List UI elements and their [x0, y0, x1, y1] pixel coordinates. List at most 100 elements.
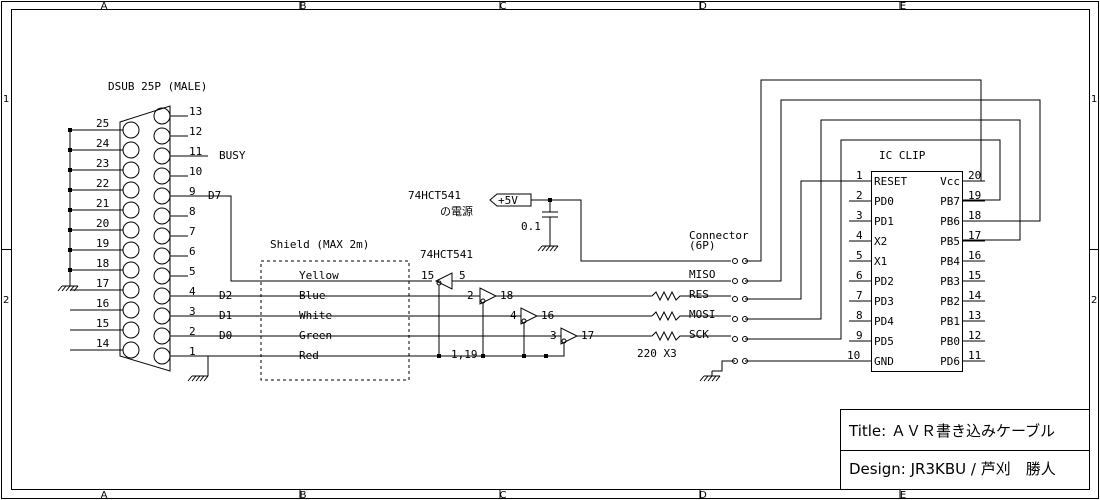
- buffer-74hct541: 74HCT541 15 5 2 18 4 16 3 17 1,19: [420, 248, 731, 361]
- connector-pin-res: RES: [689, 288, 709, 301]
- connector-pin-mosi: MOSI: [689, 308, 716, 321]
- capacitor-value: 0.1: [521, 220, 541, 233]
- buffer-gate-res: [479, 287, 498, 305]
- col-marker-b: B: [300, 1, 307, 12]
- dsub-pin-number: 13: [189, 105, 202, 118]
- ic-pin-name: PD2: [874, 275, 894, 288]
- dsub-pin-contact: [153, 147, 171, 165]
- dsub-pin-contact: [122, 241, 140, 259]
- pin-5: 5: [459, 269, 466, 282]
- pin-15: 15: [421, 269, 434, 282]
- ic-pin-name: Vcc: [940, 175, 960, 188]
- connector-subtitle: (6P): [689, 239, 716, 252]
- pin-1-19: 1,19: [451, 348, 478, 361]
- connector-contact: [732, 316, 738, 322]
- dsub-pin-number: 3: [189, 305, 196, 318]
- connector-contacts: [732, 258, 748, 364]
- ic-pin-number: 5: [856, 249, 863, 262]
- col-marker-a: A: [101, 1, 108, 12]
- title-block: Title: ＡＶＲ書き込みケーブル Design: JR3KBU / 芦刈 勝…: [840, 409, 1090, 490]
- connector-contact: [732, 296, 738, 302]
- ic-pin-number: 6: [856, 269, 863, 282]
- dsub-pin-contact: [122, 301, 140, 319]
- connector-pin-miso: MISO: [689, 268, 716, 281]
- ic-pin-number: 4: [856, 229, 863, 242]
- ic-pin-number: 13: [968, 309, 981, 322]
- dsub-pin-number: 7: [189, 225, 196, 238]
- dsub-pin-number: 6: [189, 245, 196, 258]
- ic-pin-name: PD6: [940, 355, 960, 368]
- ic-pin-number: 11: [968, 349, 981, 362]
- dsub-pin-number: 23: [96, 157, 109, 170]
- dsub-pin-number: 9: [189, 185, 196, 198]
- dsub-pin-contact: [122, 181, 140, 199]
- connector-contact: [732, 278, 738, 284]
- ic-pin-number: 18: [968, 209, 981, 222]
- dsub-title: DSUB 25P (MALE): [108, 80, 207, 93]
- dsub-pin-contact: [122, 321, 140, 339]
- dsub-pin-number: 24: [96, 137, 110, 150]
- pin-16: 16: [541, 309, 554, 322]
- column-markers-bottom: A B C D E: [101, 490, 907, 500]
- dsub-pin-contact: [153, 267, 171, 285]
- shield-label: Shield (MAX 2m): [270, 238, 369, 251]
- ic-pin-number: 17: [968, 229, 981, 242]
- pin-4: 4: [510, 309, 517, 322]
- dsub-pin-contact: [122, 141, 140, 159]
- cable-wires: [170, 155, 561, 371]
- ic-pin-number: 12: [968, 329, 981, 342]
- dsub-pin-number: 18: [96, 257, 109, 270]
- ic-pin-number: 7: [856, 289, 863, 302]
- ic-pin-number: 1: [856, 169, 863, 182]
- dsub-pin-number: 19: [96, 237, 109, 250]
- ic-pin-name: X2: [874, 235, 887, 248]
- pin-17: 17: [581, 329, 594, 342]
- dsub-pin-number: 22: [96, 177, 109, 190]
- ic-body: [871, 171, 963, 372]
- ic-pin-name: PB2: [940, 295, 960, 308]
- buffer-gate-mosi: [520, 307, 539, 325]
- connector-to-clip-wiring: [745, 79, 1041, 362]
- ic-pin-name: GND: [874, 355, 894, 368]
- ground-symbol-connector: [699, 371, 721, 382]
- resistor-array: 220 X3: [637, 290, 731, 360]
- dsub-pin-number: 16: [96, 297, 109, 310]
- dsub-pin-contact: [122, 161, 140, 179]
- ic-pin-number: 20: [968, 169, 981, 182]
- pin-2: 2: [467, 289, 474, 302]
- drawing-title: Title: ＡＶＲ書き込みケーブル: [848, 422, 1055, 440]
- dsub-pin-contact: [153, 107, 171, 125]
- col-marker-e: E: [900, 490, 906, 500]
- dsub-pin-number: 20: [96, 217, 109, 230]
- dsub-pin-number: 11: [189, 145, 202, 158]
- ic-pin-number: 14: [968, 289, 982, 302]
- connector-6p: Connector (6P) MISO RES MOSI SCK: [689, 229, 749, 382]
- dsub-pin-contact: [122, 281, 140, 299]
- wire-label-blue: Blue: [299, 289, 326, 302]
- col-marker-d: D: [699, 1, 707, 12]
- ic-pin-number: 15: [968, 269, 981, 282]
- ic-pin-name: PD1: [874, 215, 894, 228]
- dsub-pin-number: 4: [189, 285, 196, 298]
- ic-pin-number: 19: [968, 189, 981, 202]
- dsub-pin-number: 1: [189, 345, 196, 358]
- dsub-pin-contact: [153, 347, 171, 365]
- dsub-pin-number: 14: [96, 337, 110, 350]
- col-marker-e: E: [900, 1, 906, 12]
- row-markers: 1 2 1 2: [3, 94, 1097, 306]
- dsub-pin-contact: [153, 307, 171, 325]
- dsub-pin-contact: [153, 227, 171, 245]
- ic-pin-name: PB1: [940, 315, 960, 328]
- dsub-pin-contact: [122, 341, 140, 359]
- dsub-pin-contact: [122, 121, 140, 139]
- ic-pin-name: PB0: [940, 335, 960, 348]
- ic-pin-name: PD0: [874, 195, 894, 208]
- buffer-gate-sck: [560, 327, 579, 345]
- row-marker-1: 1: [1091, 94, 1097, 105]
- row-marker-2: 2: [3, 295, 9, 306]
- pin-18: 18: [500, 289, 513, 302]
- dsub-pin-contact: [153, 327, 171, 345]
